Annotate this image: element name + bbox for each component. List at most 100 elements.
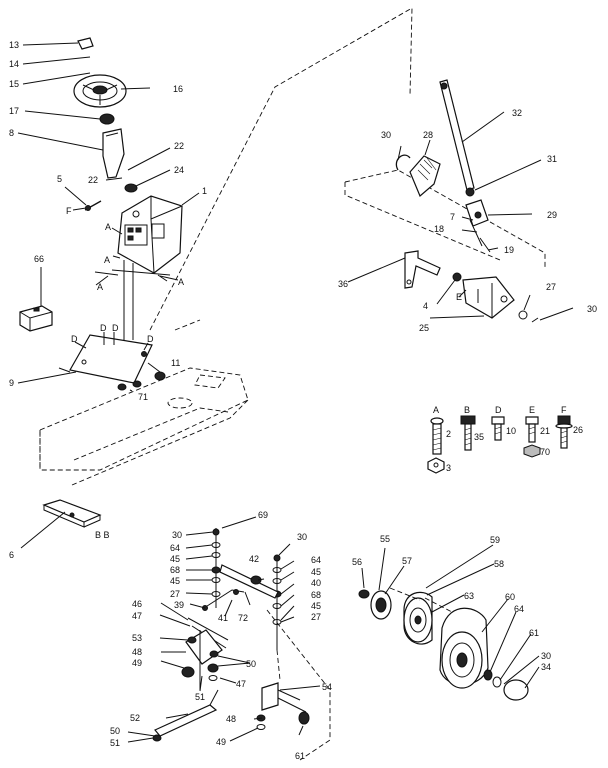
callout-19: 19 [504, 245, 514, 255]
callout-47-lower: 47 [236, 679, 246, 689]
callout-40: 40 [311, 578, 321, 588]
callout-13: 13 [9, 40, 19, 50]
hardware-part-35: 35 [474, 432, 484, 442]
steering-hub-part [99, 113, 115, 125]
callout-60: 60 [505, 592, 515, 602]
hardware-part-21: 21 [540, 426, 550, 436]
callout-57: 57 [402, 556, 412, 566]
callout-labels: 13 14 15 16 17 8 22 22 24 5 F 1 A A A A … [9, 40, 597, 761]
callout-30-gear: 30 [381, 130, 391, 140]
hub-57-part [370, 590, 392, 620]
washer-4-part [452, 272, 462, 282]
dash-panel-part [117, 195, 183, 274]
callout-30-wheel: 30 [541, 651, 551, 661]
pin-30-top-part [531, 317, 539, 323]
callout-4: 4 [423, 301, 428, 311]
callout-A-1: A [105, 222, 111, 232]
callout-64-left: 64 [170, 543, 180, 553]
callout-36: 36 [338, 279, 348, 289]
steering-arm-36-part [404, 250, 441, 289]
callout-6: 6 [9, 550, 14, 560]
callout-39: 39 [174, 600, 184, 610]
callout-25: 25 [419, 323, 429, 333]
callout-D-1: D [100, 323, 107, 333]
callout-41: 41 [218, 613, 228, 623]
callout-8: 8 [9, 128, 14, 138]
steering-shaft-32-part [439, 79, 475, 191]
callout-47-upper: 47 [132, 611, 142, 621]
callout-52: 52 [130, 713, 140, 723]
tire-60-part [439, 607, 489, 689]
callout-45-left-a: 45 [170, 554, 180, 564]
left-spindle-part [181, 617, 229, 690]
callout-48-left: 48 [132, 647, 142, 657]
bushing-27-top-part [518, 310, 528, 320]
hardware-legend [427, 415, 573, 474]
steering-gear-group-frame [344, 169, 546, 268]
sector-gear-28-part [409, 155, 441, 197]
hardware-nut-3 [427, 457, 445, 474]
battery-66-part [19, 305, 53, 332]
callout-A-4: A [178, 277, 184, 287]
callout-71: 71 [138, 392, 148, 402]
callout-27-top: 27 [546, 282, 556, 292]
callout-49-right: 49 [216, 737, 226, 747]
callout-64-wheel: 64 [514, 604, 524, 614]
hardware-bolt-e [525, 416, 539, 443]
pinion-31-part [465, 187, 475, 197]
tie-rod-linkage-part [202, 528, 282, 650]
callout-50-lower: 50 [110, 726, 120, 736]
callout-E: E [456, 292, 462, 302]
callout-A-2: A [104, 255, 110, 265]
callout-1: 1 [202, 186, 207, 196]
callout-31: 31 [547, 154, 557, 164]
callout-56: 56 [352, 557, 362, 567]
callout-59: 59 [490, 535, 500, 545]
callout-63: 63 [464, 591, 474, 601]
callout-61-lower: 61 [295, 751, 305, 761]
callout-68-right: 68 [311, 590, 321, 600]
callout-27-right: 27 [311, 612, 321, 622]
callout-18: 18 [434, 224, 444, 234]
callout-46: 46 [132, 599, 142, 609]
callout-58: 58 [494, 559, 504, 569]
callout-68-left: 68 [170, 565, 180, 575]
callout-45-right-a: 45 [311, 567, 321, 577]
callout-34: 34 [541, 662, 551, 672]
gear-block-29-part [465, 199, 489, 227]
hardware-part-70: 70 [540, 447, 550, 457]
washer-30-gear-part [395, 154, 411, 171]
callout-D-3: D [71, 334, 78, 344]
hardware-label-A: A [433, 405, 439, 415]
leader-lines [17, 42, 574, 743]
tractor-frame-part [39, 367, 249, 486]
callout-22-upper: 22 [174, 141, 184, 151]
callout-32: 32 [512, 108, 522, 118]
callout-5: 5 [57, 174, 62, 184]
callout-29: 29 [547, 210, 557, 220]
hardware-part-3: 3 [446, 463, 451, 473]
callout-61-wheel: 61 [529, 628, 539, 638]
washer-64-wheel-part [483, 669, 493, 681]
hardware-part-10: 10 [506, 426, 516, 436]
callout-50-upper: 50 [246, 659, 256, 669]
nut-71-part [117, 380, 142, 391]
callout-69: 69 [258, 510, 268, 520]
callout-45-right-b: 45 [311, 601, 321, 611]
steering-wheel-part [73, 74, 127, 108]
support-bracket-25-part [462, 276, 515, 319]
hardware-part-2: 2 [446, 429, 451, 439]
hardware-label-D: D [495, 405, 502, 415]
callout-7: 7 [450, 212, 455, 222]
bushing-24-part [124, 183, 138, 193]
callout-64-right: 64 [311, 555, 321, 565]
callout-72: 72 [238, 613, 248, 623]
callout-16: 16 [173, 84, 183, 94]
hardware-label-E: E [529, 405, 535, 415]
steering-column-shroud-part [102, 128, 125, 179]
nut-11-part [154, 371, 166, 381]
callout-42: 42 [249, 554, 259, 564]
callout-17: 17 [9, 106, 19, 116]
callout-54: 54 [322, 682, 332, 692]
